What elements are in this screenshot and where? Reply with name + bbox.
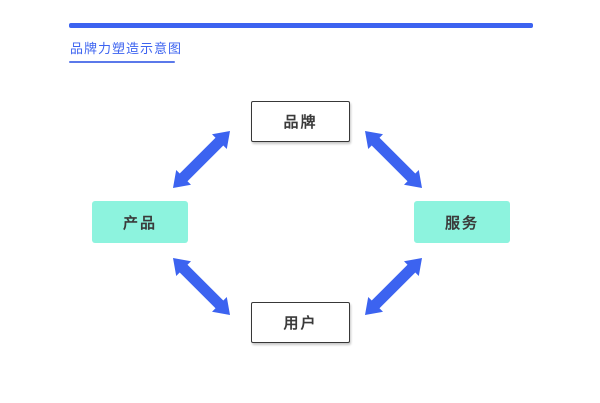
node-product: 产品 — [92, 201, 188, 243]
node-brand: 品牌 — [251, 101, 350, 142]
node-brand-label: 品牌 — [283, 114, 318, 131]
title-underline — [69, 61, 175, 63]
double-arrow-brand-service — [365, 131, 422, 188]
page-title: 品牌力塑造示意图 — [70, 41, 183, 56]
double-arrow-user-service — [365, 258, 422, 315]
node-user: 用户 — [251, 302, 350, 343]
double-arrow-product-brand — [173, 131, 230, 188]
node-product-label: 产品 — [122, 214, 157, 232]
node-service: 服务 — [414, 201, 510, 243]
header-top-bar — [69, 23, 533, 28]
node-user-label: 用户 — [283, 315, 318, 332]
node-service-label: 服务 — [444, 214, 479, 232]
double-arrow-product-user — [173, 258, 230, 315]
